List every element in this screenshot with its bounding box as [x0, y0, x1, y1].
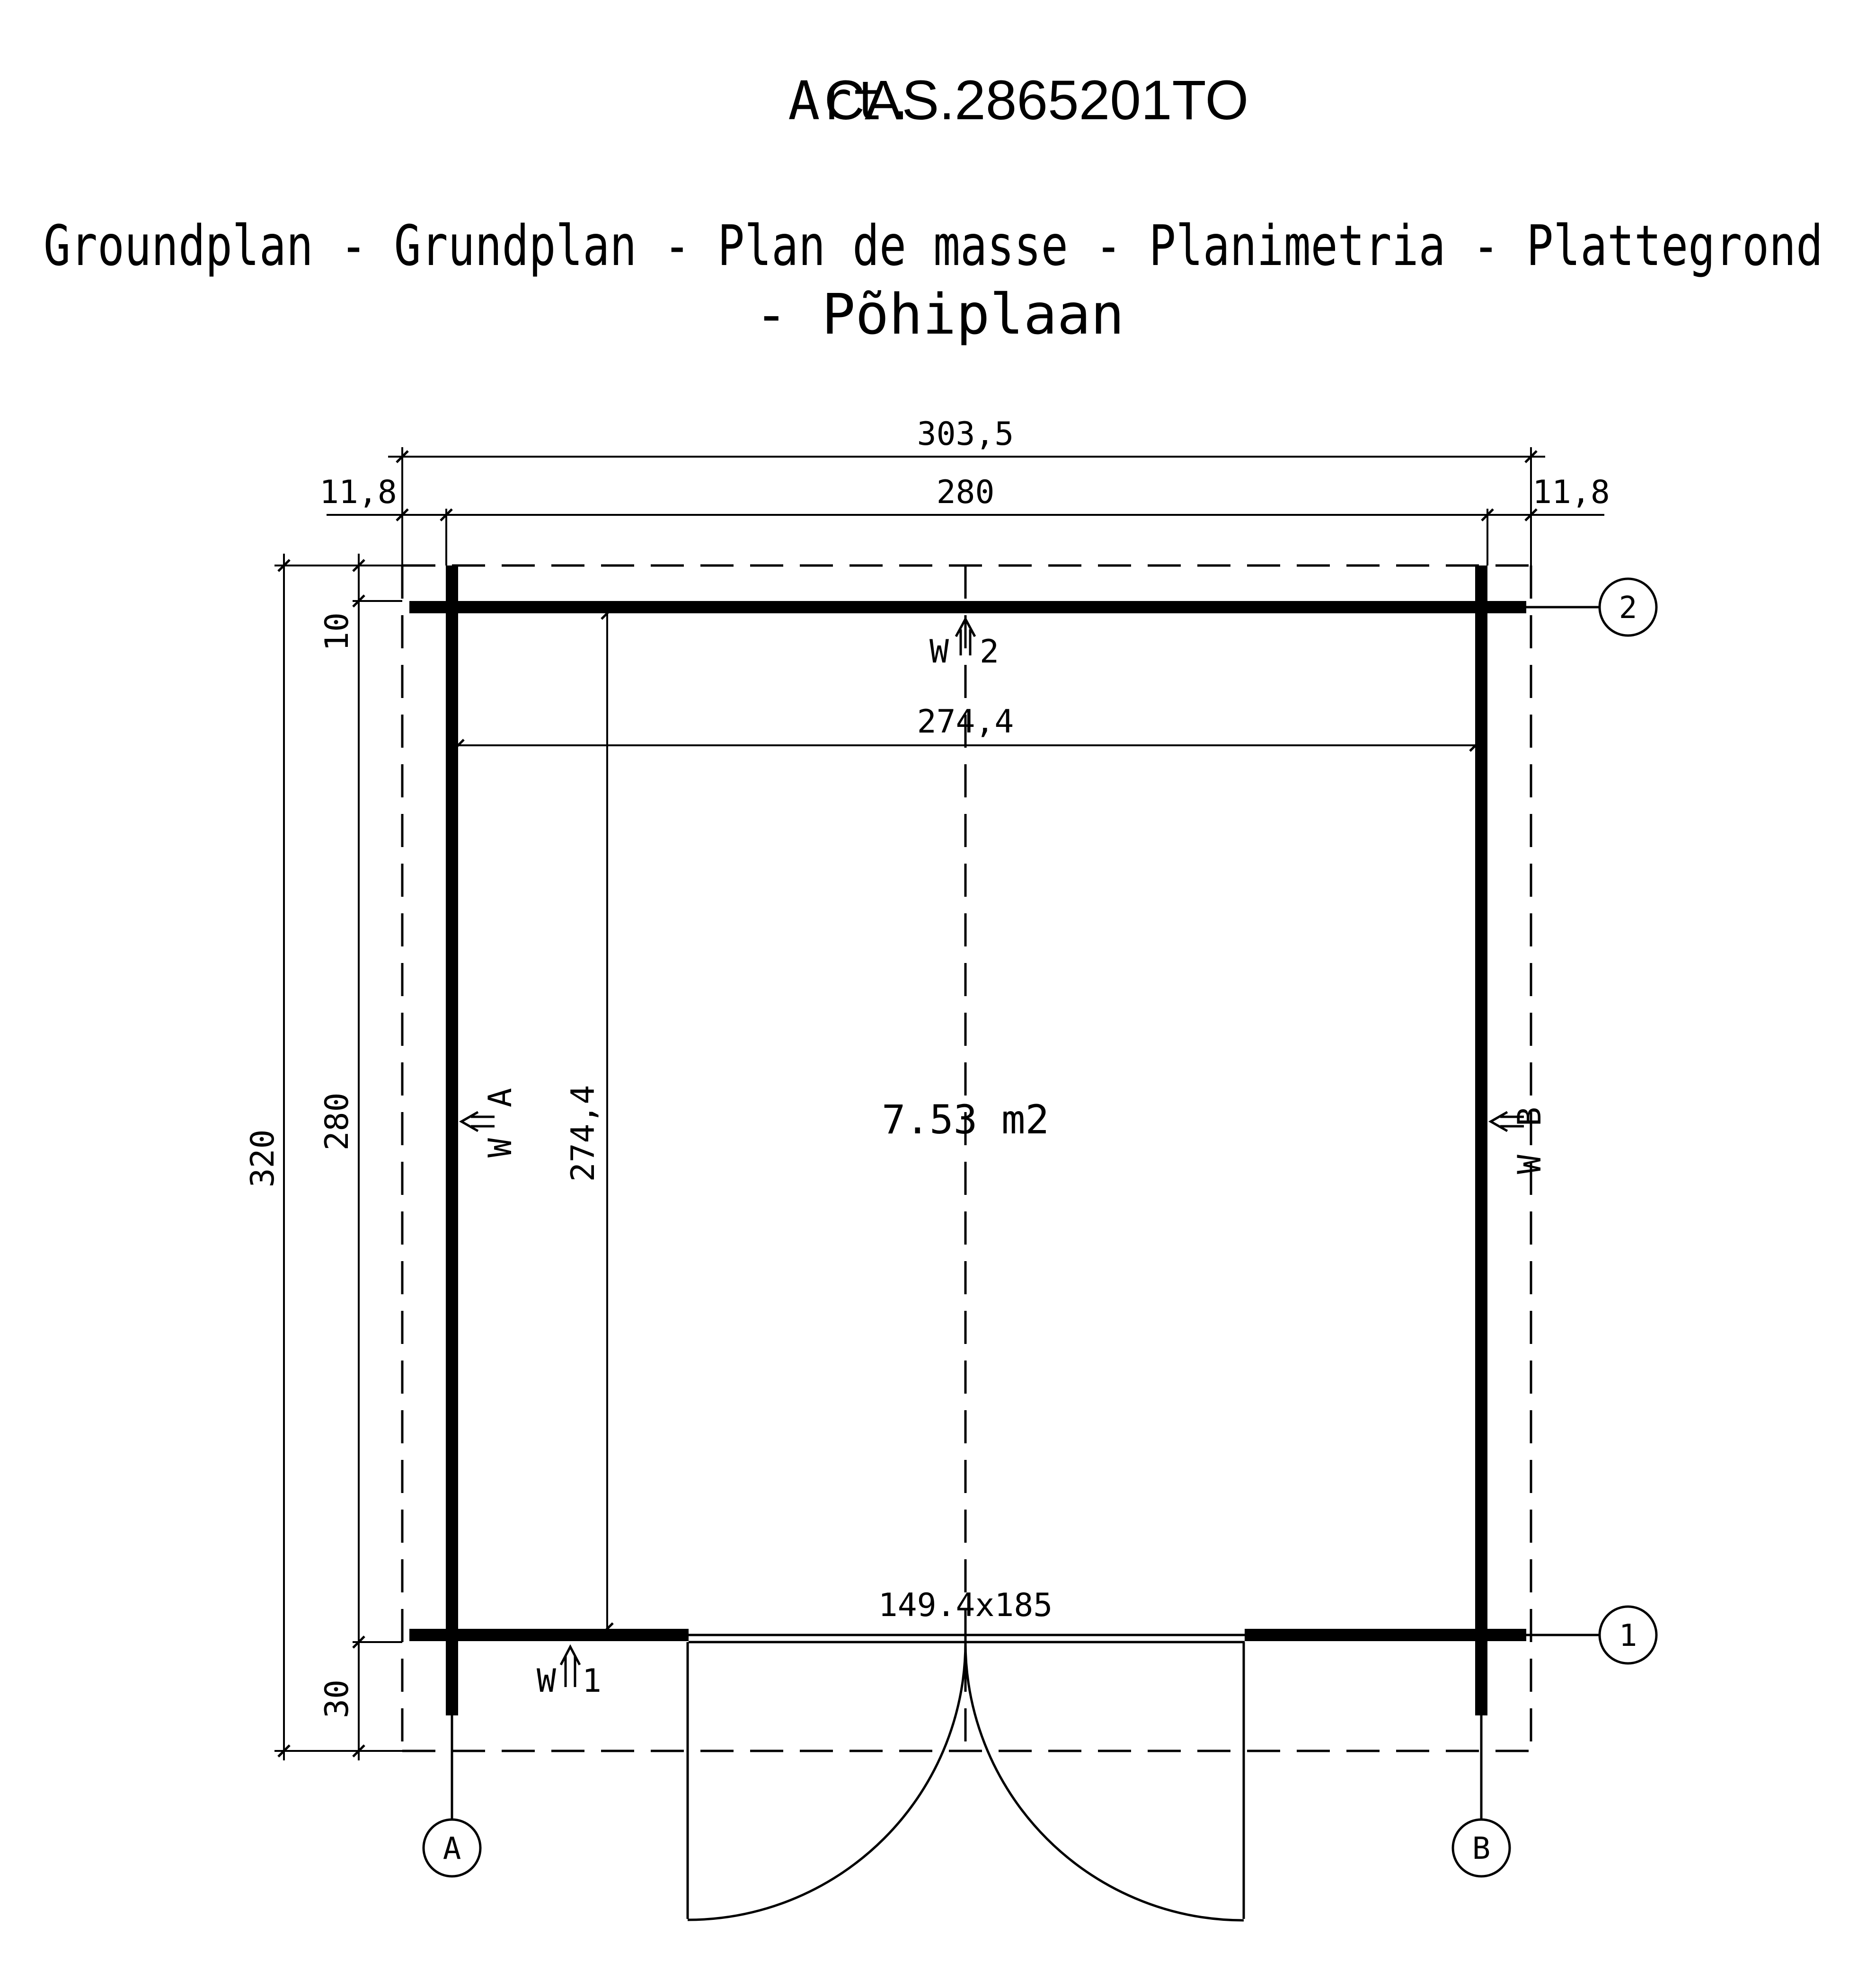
svg-text:2: 2 — [1619, 591, 1637, 626]
dim-front-overhang: 10 — [319, 612, 356, 651]
svg-text:A: A — [443, 1831, 461, 1866]
door-size: 149.4x185 — [878, 1587, 1053, 1624]
subtitle-line-2: - Põhiplaan — [754, 282, 1124, 347]
wall-marker-2: W 2 — [929, 616, 999, 671]
dim-280-width: 280 — [937, 474, 995, 511]
dim-274-4-width: 274,4 — [917, 703, 1014, 741]
subtitle-line-1: Groundplan - Grundplan - Plan de masse -… — [44, 213, 1823, 278]
dim-274-4-depth: 274,4 — [565, 1085, 602, 1182]
wall-marker-b: W B — [1488, 1107, 1548, 1174]
wall-marker-1: W 1 — [537, 1644, 602, 1700]
dim-280-depth: 280 — [319, 1093, 356, 1151]
dim-inner-depth: 274,4 — [565, 607, 614, 1635]
dim-303-5: 303,5 — [917, 415, 1014, 453]
svg-text:W: W — [1511, 1155, 1548, 1174]
axis-marker-a: A — [422, 1715, 482, 1878]
axis-marker-1: 1 — [1526, 1605, 1658, 1665]
axis-marker-2: 2 — [1526, 577, 1658, 637]
svg-text:2: 2 — [980, 633, 999, 671]
svg-text:A: A — [482, 1088, 519, 1107]
svg-text:1: 1 — [1619, 1618, 1637, 1653]
svg-text:W: W — [929, 633, 949, 671]
svg-text:W: W — [537, 1662, 556, 1700]
svg-text:B: B — [1511, 1107, 1548, 1126]
dim-320: 320 — [244, 1130, 282, 1188]
dim-overhang-right: 11,8 — [1532, 474, 1610, 511]
article-code: CAS.2865201TO — [824, 69, 1249, 132]
double-door — [686, 1642, 1245, 1922]
svg-text:1: 1 — [582, 1662, 602, 1700]
axis-marker-b: B — [1451, 1715, 1511, 1878]
svg-text:W: W — [482, 1138, 519, 1157]
dim-wall-width: 280 11,8 11,8 — [319, 474, 1610, 565]
dim-wall-depth: 280 10 30 — [319, 554, 402, 1760]
walls — [409, 565, 1526, 1715]
article-prefix: Art. — [788, 71, 916, 132]
wall-marker-a: W A — [459, 1088, 519, 1157]
dim-overall-depth: 320 — [244, 554, 402, 1760]
dim-overall-width: 303,5 — [388, 415, 1545, 565]
dim-overhang-left: 11,8 — [319, 474, 397, 511]
floor-area: 7.53 m2 — [882, 1096, 1049, 1143]
dim-inner-width: 274,4 — [451, 703, 1482, 752]
svg-text:B: B — [1472, 1831, 1491, 1866]
dim-rear-overhang: 30 — [319, 1679, 356, 1718]
